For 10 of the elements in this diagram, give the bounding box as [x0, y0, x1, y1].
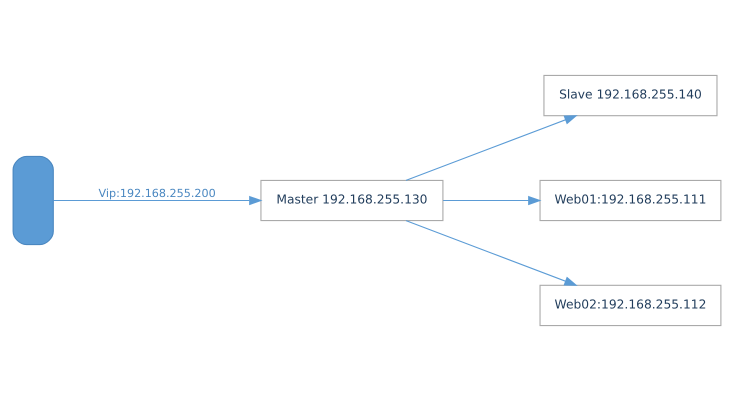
arrow	[406, 220, 578, 286]
node-person	[12, 156, 54, 246]
arrow	[443, 196, 542, 206]
node-box: Web01:192.168.255.111	[539, 180, 722, 222]
arrow	[406, 115, 578, 181]
node-box: Slave 192.168.255.140	[543, 74, 718, 116]
arrow	[54, 196, 263, 206]
node-box: Master 192.168.255.130	[260, 180, 444, 222]
edge-label: Vip:192.168.255.200	[98, 187, 216, 200]
node-box: Web02:192.168.255.112	[539, 284, 722, 326]
